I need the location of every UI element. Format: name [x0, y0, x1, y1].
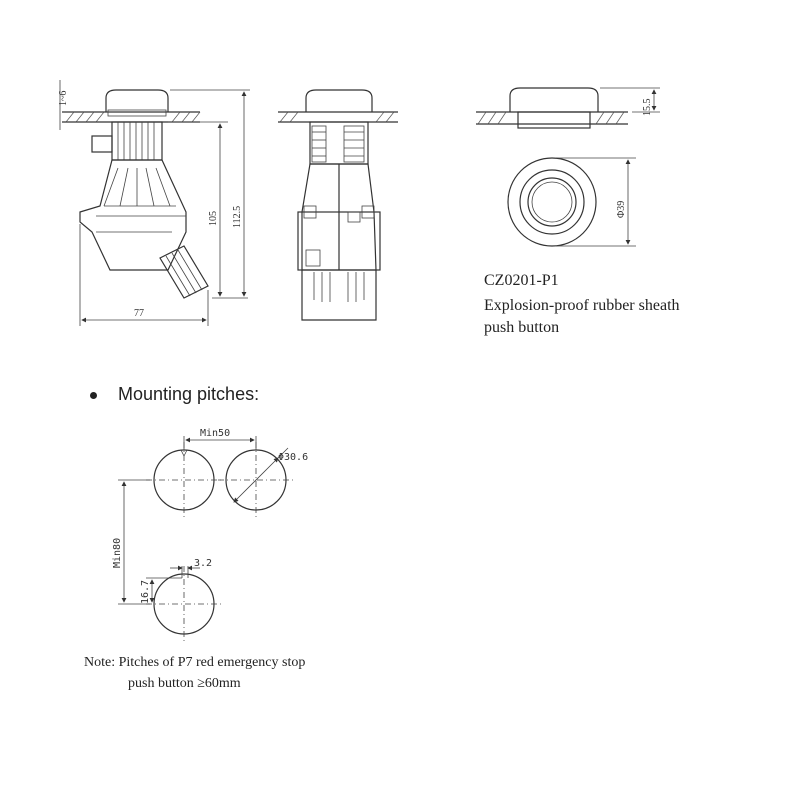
- dim-key-3-2: 3.2: [194, 558, 212, 569]
- dim-dia-30-6: Φ30.6: [278, 452, 308, 463]
- dim-height-105: 105: [208, 211, 219, 226]
- mounting-pitches-title: Mounting pitches:: [118, 384, 260, 404]
- product-description-line1: Explosion-proof rubber sheath: [484, 297, 680, 314]
- dim-min80: Min80: [112, 538, 123, 568]
- cap-side-view: 15.5: [476, 87, 660, 129]
- dim-key-16-7: 16.7: [140, 580, 151, 604]
- dim-min50: Min50: [200, 428, 230, 439]
- note-line2: push button ≥60mm: [128, 676, 241, 691]
- product-description-line2: push button: [484, 319, 560, 336]
- cap-top-view: Φ39: [507, 157, 636, 247]
- side-view: [278, 89, 398, 321]
- dim-width-77: 77: [134, 308, 144, 319]
- dim-top-15-5: 15.5: [642, 99, 653, 117]
- front-view: 1~6 77 105 112.5: [58, 80, 250, 326]
- dim-dia-39: Φ39: [616, 201, 627, 218]
- mounting-pitch-drawing: Min50 Φ30.6 Min80 3.2 16.7: [112, 428, 308, 642]
- bullet-icon: [90, 392, 97, 399]
- dim-height-112-5: 112.5: [232, 206, 243, 228]
- note-line1: Note: Pitches of P7 red emergency stop: [84, 655, 306, 670]
- dim-panel-gap: 1~6: [58, 91, 69, 106]
- model-number: CZ0201-P1: [484, 272, 559, 289]
